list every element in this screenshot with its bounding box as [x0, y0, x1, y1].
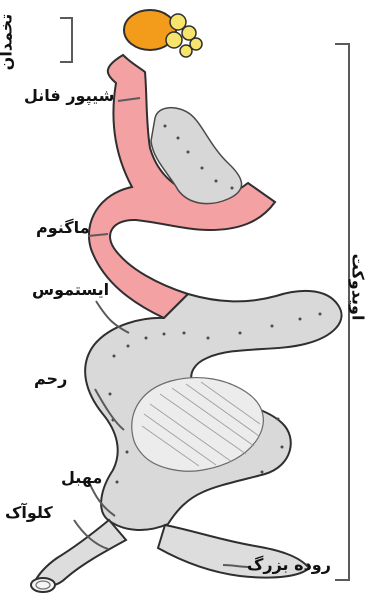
ovary-bracket [60, 18, 72, 62]
cloaca-label: کلوآک [5, 505, 53, 521]
large-intestine-label: روده بزرگ [247, 557, 331, 573]
infundibulum-label: شیپور فانل [24, 88, 114, 104]
isthmus-label: ایستموس [32, 282, 109, 298]
ovary-cluster [124, 10, 202, 57]
cloaca-opening [31, 578, 55, 592]
oviduct-label: اویدوکت [349, 254, 365, 321]
ovary-label: تخمدان [0, 14, 14, 71]
magnum-label: ماگنوم [36, 220, 90, 236]
cloaca-tube [34, 520, 126, 586]
uterus-label: رحم [34, 371, 67, 387]
vagina-label: مهبل [61, 470, 102, 486]
